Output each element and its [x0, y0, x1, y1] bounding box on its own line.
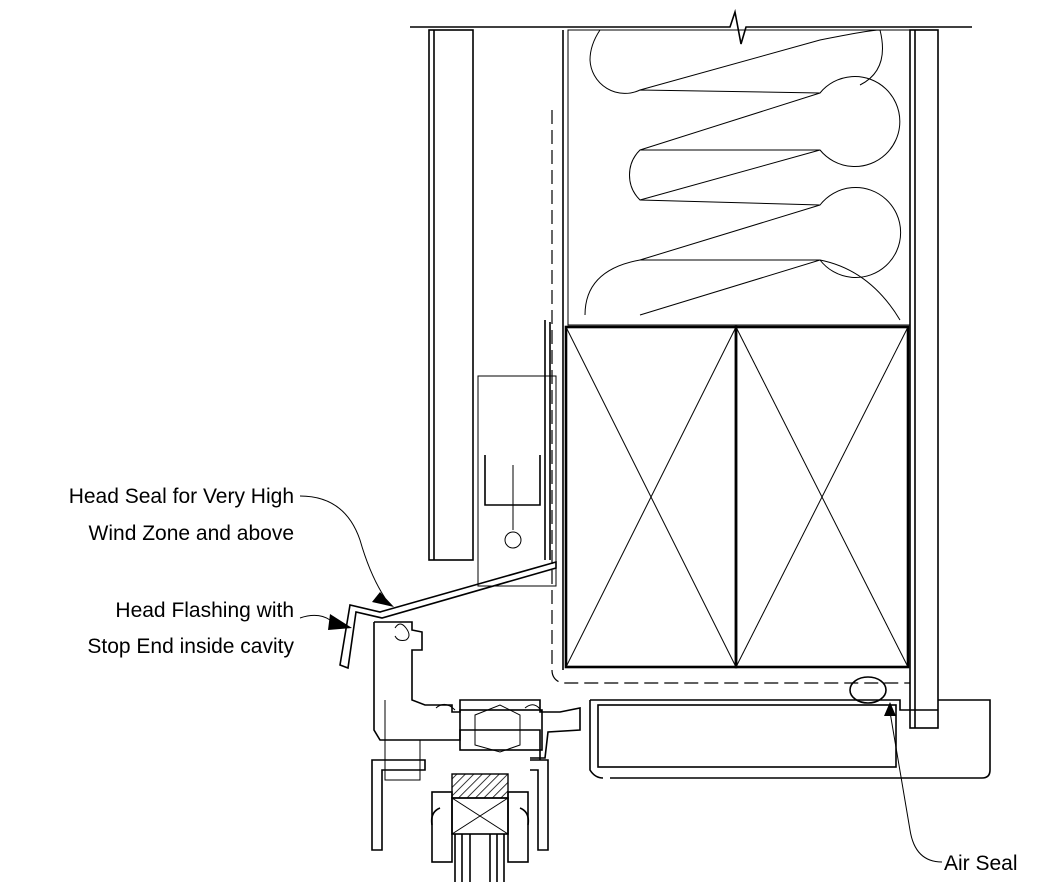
air-seal [849, 676, 887, 704]
air-seal-arrow [884, 702, 896, 716]
sash-and-glazing [371, 759, 549, 882]
annotation-labels: Head Seal for Very High Wind Zone and ab… [69, 485, 1018, 875]
brick-veneer [428, 29, 474, 561]
head-flashing-label-line2: Stop End inside cavity [87, 635, 294, 658]
head-seal-label-line1: Head Seal for Very High [69, 485, 294, 508]
head-flashing-arrow [328, 614, 352, 630]
sheathing [551, 30, 910, 684]
interior-lining [610, 29, 991, 779]
head-lining-board [589, 699, 938, 779]
head-flashing-label-line1: Head Flashing with [115, 599, 294, 622]
top-break-line [410, 8, 972, 45]
insulation-batt [567, 29, 911, 326]
head-flashing [339, 560, 557, 670]
leader-lines [299, 495, 943, 863]
air-seal-label: Air Seal [944, 852, 1018, 875]
window-frame-head [373, 621, 581, 781]
head-seal-arrow [372, 592, 394, 607]
header-beams [564, 325, 910, 669]
head-seal-label-line2: Wind Zone and above [89, 522, 294, 545]
fixing-bracket [477, 320, 557, 587]
